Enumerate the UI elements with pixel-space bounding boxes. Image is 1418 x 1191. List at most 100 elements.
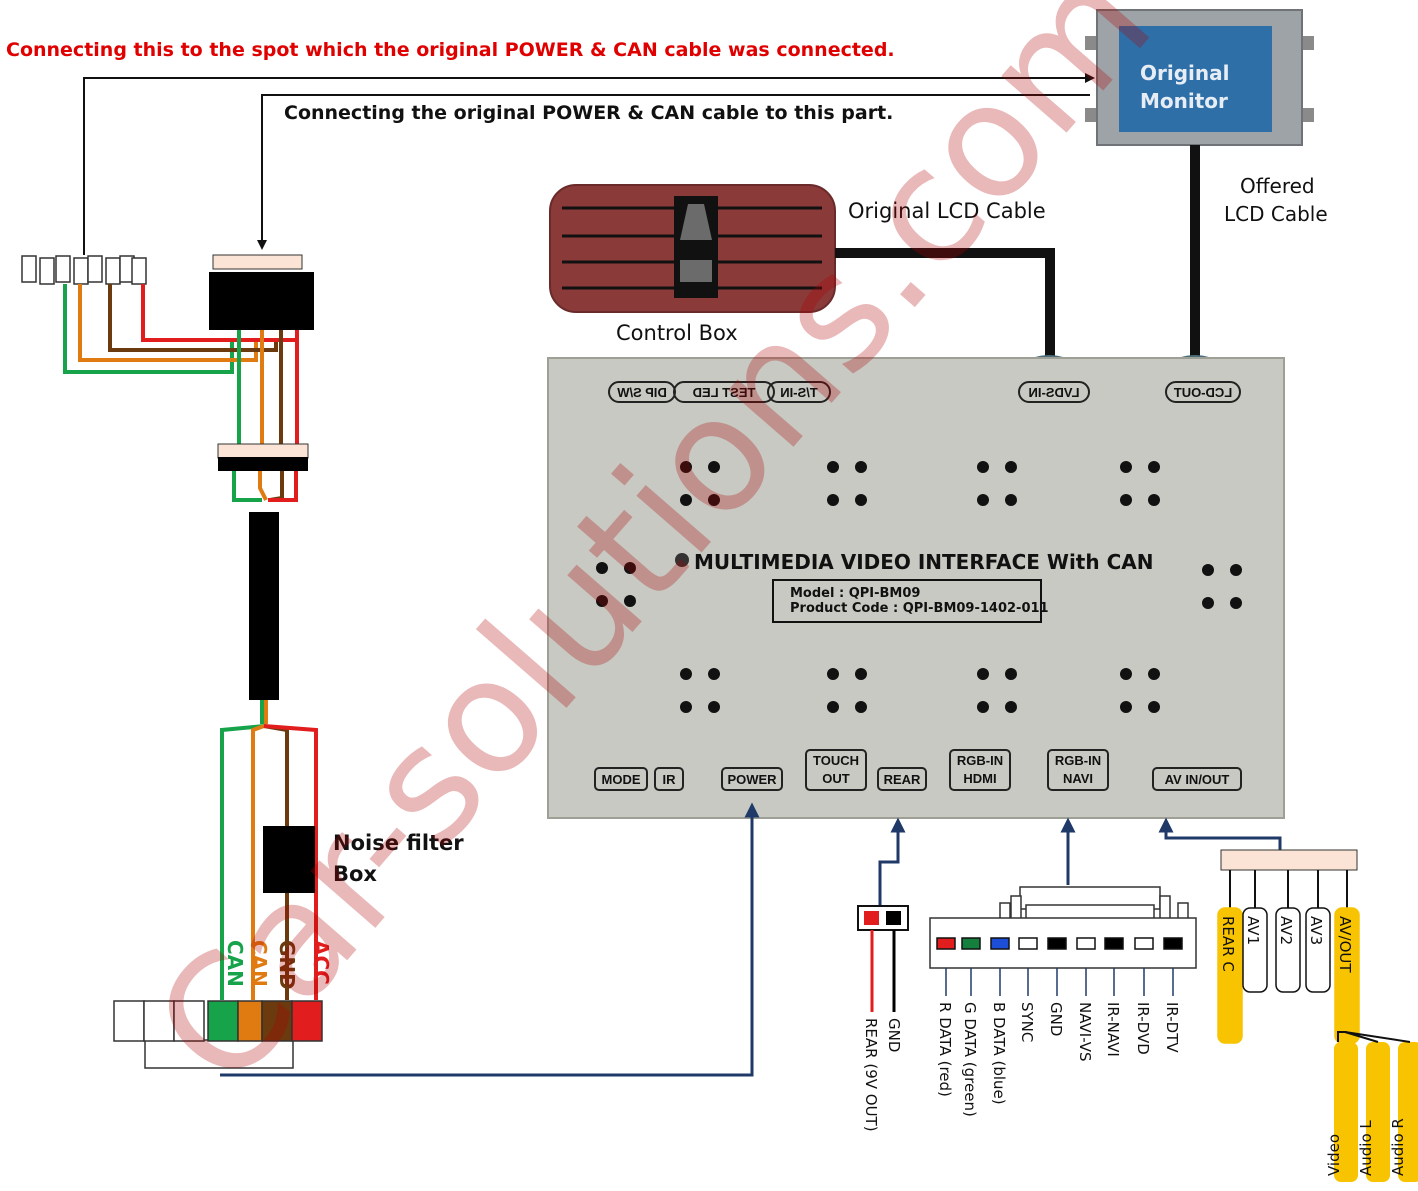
connector-line-top: [83, 73, 1095, 255]
vent-hole: [708, 668, 720, 680]
vent-hole: [708, 494, 720, 506]
vent-hole: [1202, 564, 1214, 576]
av-out-split-lines: [1337, 1031, 1411, 1043]
port-rgb-navi-1: RGB-IN: [1055, 753, 1101, 768]
rear-arrow-line: [878, 817, 906, 905]
y-connector-body: [209, 272, 314, 330]
av-split-label: Video: [1325, 1134, 1343, 1176]
vent-hole: [1120, 461, 1132, 473]
vent-hole: [827, 494, 839, 506]
vent-hole: [680, 701, 692, 713]
vent-hole: [1148, 668, 1160, 680]
av-tag: [1275, 907, 1301, 993]
port-rear: REAR: [884, 772, 921, 787]
port-lvds-in: LVDS-IN: [1028, 385, 1079, 400]
vent-hole: [977, 461, 989, 473]
vent-hole: [1005, 494, 1017, 506]
vent-hole: [680, 494, 692, 506]
connector-line-second: [257, 94, 1090, 250]
noise-filter-box: [263, 826, 315, 893]
vent-hole: [827, 701, 839, 713]
port-rgb-hdmi-2: HDMI: [963, 771, 996, 786]
vent-hole: [1148, 701, 1160, 713]
rgb-pin-label: SYNC: [1018, 1002, 1036, 1042]
note-connect-original: Connecting the original POWER & CAN cabl…: [284, 102, 893, 124]
mid-connector-cap: [217, 443, 309, 459]
rgb-pin-label: G DATA (green): [961, 1002, 979, 1117]
av-tag-label: AV/OUT: [1336, 916, 1354, 973]
noise-filter-label-1: Noise filter: [333, 831, 464, 855]
offered-cable-line2: LCD Cable: [1224, 202, 1328, 226]
wire-label-gnd: GND: [275, 940, 299, 990]
av-split-tag: [1334, 1042, 1358, 1182]
port-dip-sw: DIP S/W: [616, 385, 666, 400]
rgb-pin: [1076, 937, 1096, 950]
wire-label-can-green: CAN: [223, 940, 247, 987]
rgb-pin: [1163, 937, 1183, 950]
rear-9v-label: REAR (9V OUT): [862, 1018, 880, 1132]
vent-hole: [1120, 668, 1132, 680]
port-touch-out-1: TOUCH: [813, 753, 859, 768]
vent-hole: [1230, 597, 1242, 609]
rgb-connector: [929, 886, 1197, 969]
control-box-label: Control Box: [616, 321, 738, 345]
offered-cable-line1: Offered: [1240, 174, 1315, 198]
rgb-pin: [936, 937, 956, 950]
vent-hole: [855, 701, 867, 713]
vent-hole: [855, 461, 867, 473]
port-test-led: TEST LED: [693, 385, 756, 400]
vent-hole: [1120, 494, 1132, 506]
vent-hole: [1202, 597, 1214, 609]
twist-wires-bottom: [260, 700, 268, 724]
vent-hole: [977, 701, 989, 713]
av-tag: [1217, 907, 1243, 1044]
vent-hole: [855, 494, 867, 506]
av-tag-label: REAR C: [1219, 916, 1237, 972]
vent-holes: [596, 461, 1242, 713]
av-tag: [1305, 907, 1331, 993]
monitor-label-line1: Original: [1140, 61, 1229, 85]
connector-down-wires: [237, 330, 299, 446]
twist-wires-top: [232, 471, 298, 502]
vent-hole: [977, 494, 989, 506]
original-monitor: Original Monitor: [1085, 9, 1314, 146]
rgb-pin: [1047, 937, 1067, 950]
rgb-pin: [1104, 937, 1124, 950]
port-rgb-navi-2: NAVI: [1063, 771, 1093, 786]
vent-hole: [827, 461, 839, 473]
control-box: [549, 184, 836, 313]
port-rgb-hdmi-1: RGB-IN: [957, 753, 1003, 768]
rgb-pin-group: R DATA (red)G DATA (green)B DATA (blue)S…: [936, 937, 1183, 1117]
vent-hole: [624, 595, 636, 607]
port-touch-out-2: OUT: [822, 771, 850, 786]
vent-hole: [1230, 564, 1242, 576]
vent-hole: [680, 668, 692, 680]
rgb-pin-label: IR-DVD: [1134, 1002, 1152, 1055]
av-tag-label: AV2: [1277, 916, 1295, 945]
vent-hole: [977, 668, 989, 680]
vent-hole: [596, 595, 608, 607]
power-connector: [113, 1000, 323, 1069]
shrink-tube: [249, 512, 279, 700]
original-lcd-cable-label: Original LCD Cable: [848, 199, 1046, 223]
vent-hole: [1005, 701, 1017, 713]
av-split-label: Audio L: [1357, 1120, 1375, 1176]
vent-hole: [1148, 461, 1160, 473]
rgb-pin: [961, 937, 981, 950]
monitor-label-line2: Monitor: [1140, 89, 1228, 113]
interface-title: MULTIMEDIA VIDEO INTERFACE With CAN: [694, 550, 1153, 574]
mid-connector-body: [218, 457, 308, 471]
av-split-tag: [1366, 1042, 1390, 1182]
vent-hole: [708, 701, 720, 713]
vent-hole: [596, 562, 608, 574]
noise-filter-label-2: Box: [333, 862, 377, 886]
rgb-pin-label: R DATA (red): [936, 1002, 954, 1097]
wire-label-acc: ACC: [309, 940, 333, 985]
rgb-pin: [1134, 937, 1154, 950]
rgb-pin-label: IR-DTV: [1163, 1002, 1181, 1053]
note-connect-spot: Connecting this to the spot which the or…: [6, 39, 895, 61]
av-split-tag: [1398, 1042, 1418, 1182]
vent-hole: [1005, 461, 1017, 473]
av-tag-label: AV1: [1244, 916, 1262, 945]
